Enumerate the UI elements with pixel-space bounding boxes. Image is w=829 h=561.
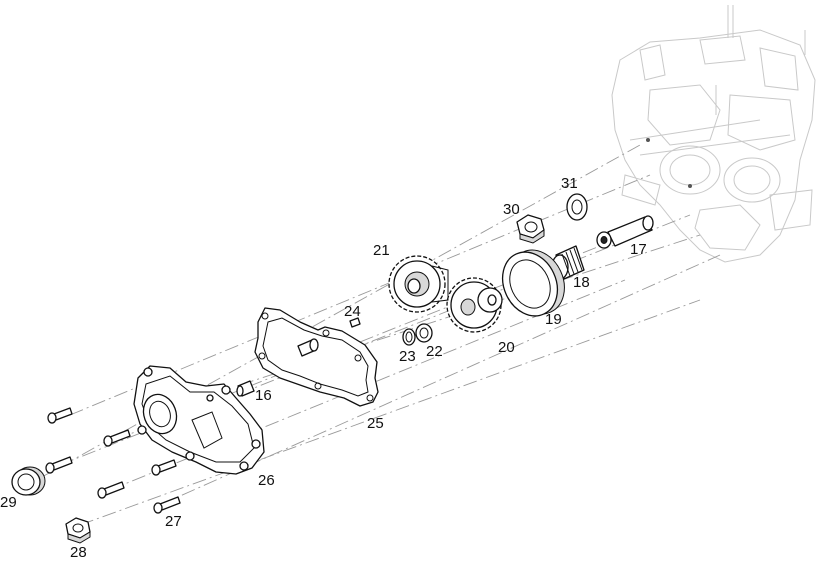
bolt-6 (153, 496, 181, 514)
callout-27: 27 (165, 513, 182, 530)
callout-labels: 16 17 18 19 20 21 22 23 24 25 26 27 28 2… (0, 175, 647, 561)
callout-21: 21 (373, 242, 390, 259)
callout-20: 20 (498, 339, 515, 356)
assembly-axes (39, 144, 721, 526)
callout-24: 24 (344, 303, 361, 320)
bolt-2 (103, 429, 131, 447)
part-22-washer (415, 323, 433, 343)
callout-25: 25 (367, 415, 384, 432)
part-25-gasket (254, 307, 379, 407)
part-26-cover (133, 365, 265, 475)
part-20-gear (446, 277, 503, 333)
part-21-gear (388, 255, 449, 313)
part-19-bearing (501, 249, 565, 317)
callout-26: 26 (258, 472, 275, 489)
callout-28: 28 (70, 544, 87, 561)
part-16-dowel (236, 380, 255, 397)
part-23-circlip (402, 328, 416, 346)
callout-22: 22 (426, 343, 443, 360)
part-27-bolts (45, 407, 181, 514)
part-29-seal (11, 466, 46, 496)
callout-23: 23 (399, 348, 416, 365)
part-28-plug (65, 517, 91, 544)
part-30-nut (516, 214, 545, 244)
bolt-5 (97, 481, 125, 499)
bolt-1 (47, 407, 73, 424)
callout-19: 19 (545, 311, 562, 328)
part-24-pin (349, 317, 361, 328)
part-17-shaft (596, 215, 654, 249)
callout-17: 17 (630, 241, 647, 258)
callout-29: 29 (0, 494, 17, 511)
bolt-4 (151, 459, 177, 476)
callout-18: 18 (573, 274, 590, 291)
callout-31: 31 (561, 175, 578, 192)
bolt-3 (45, 456, 73, 474)
callout-30: 30 (503, 201, 520, 218)
callout-16: 16 (255, 387, 272, 404)
part-31-washer (566, 193, 588, 221)
engine-block-ghost (611, 5, 816, 263)
